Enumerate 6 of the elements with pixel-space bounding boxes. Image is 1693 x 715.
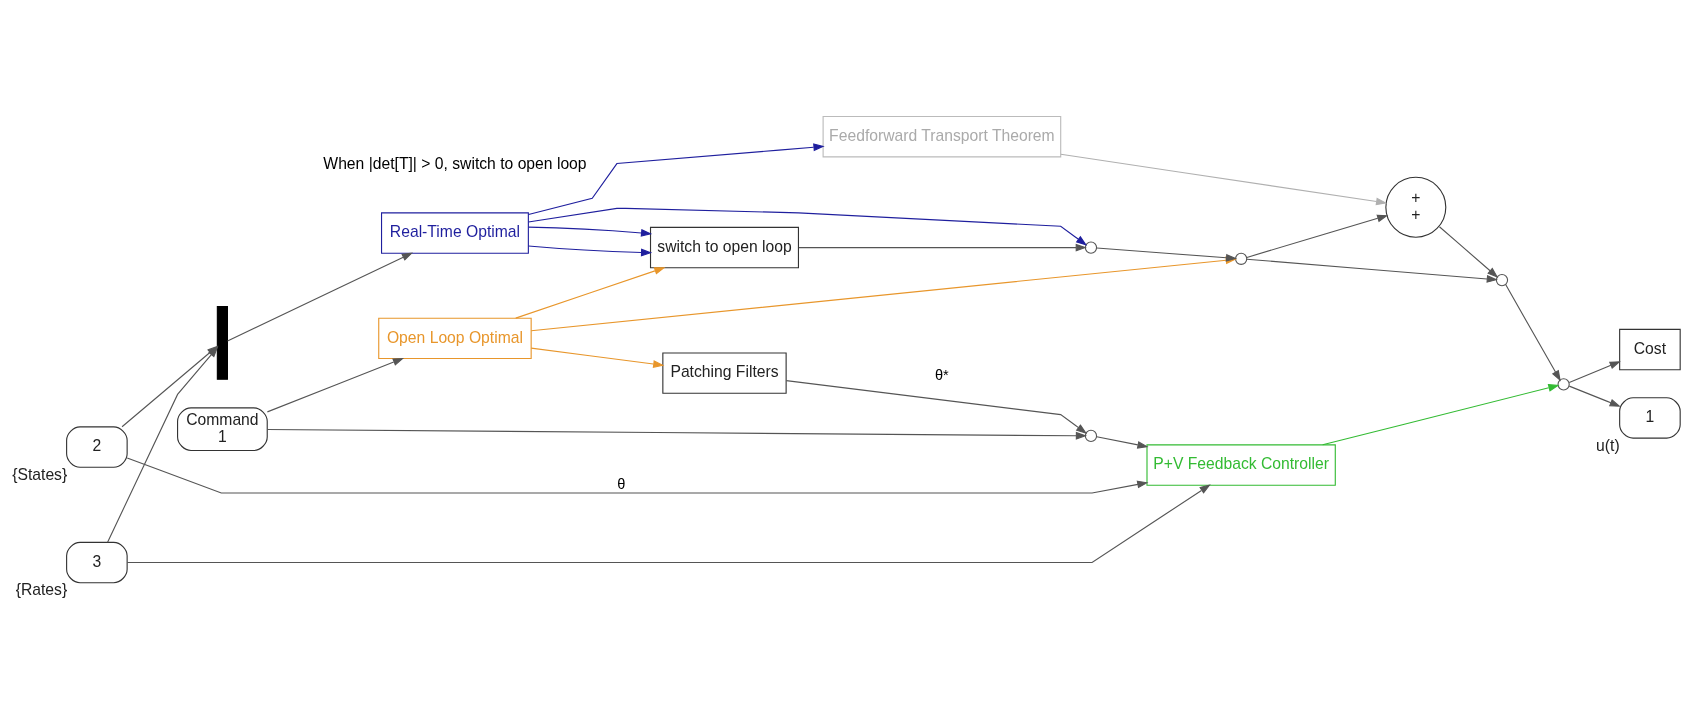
edge-label: θ — [617, 475, 626, 492]
node-label: {States} — [12, 465, 68, 483]
edge-label: θ* — [935, 366, 949, 383]
label: When |det[T]| > 0, switch to open loop — [323, 154, 587, 172]
node-label: {Rates} — [15, 580, 68, 598]
node-label: u(t) — [1596, 436, 1620, 454]
